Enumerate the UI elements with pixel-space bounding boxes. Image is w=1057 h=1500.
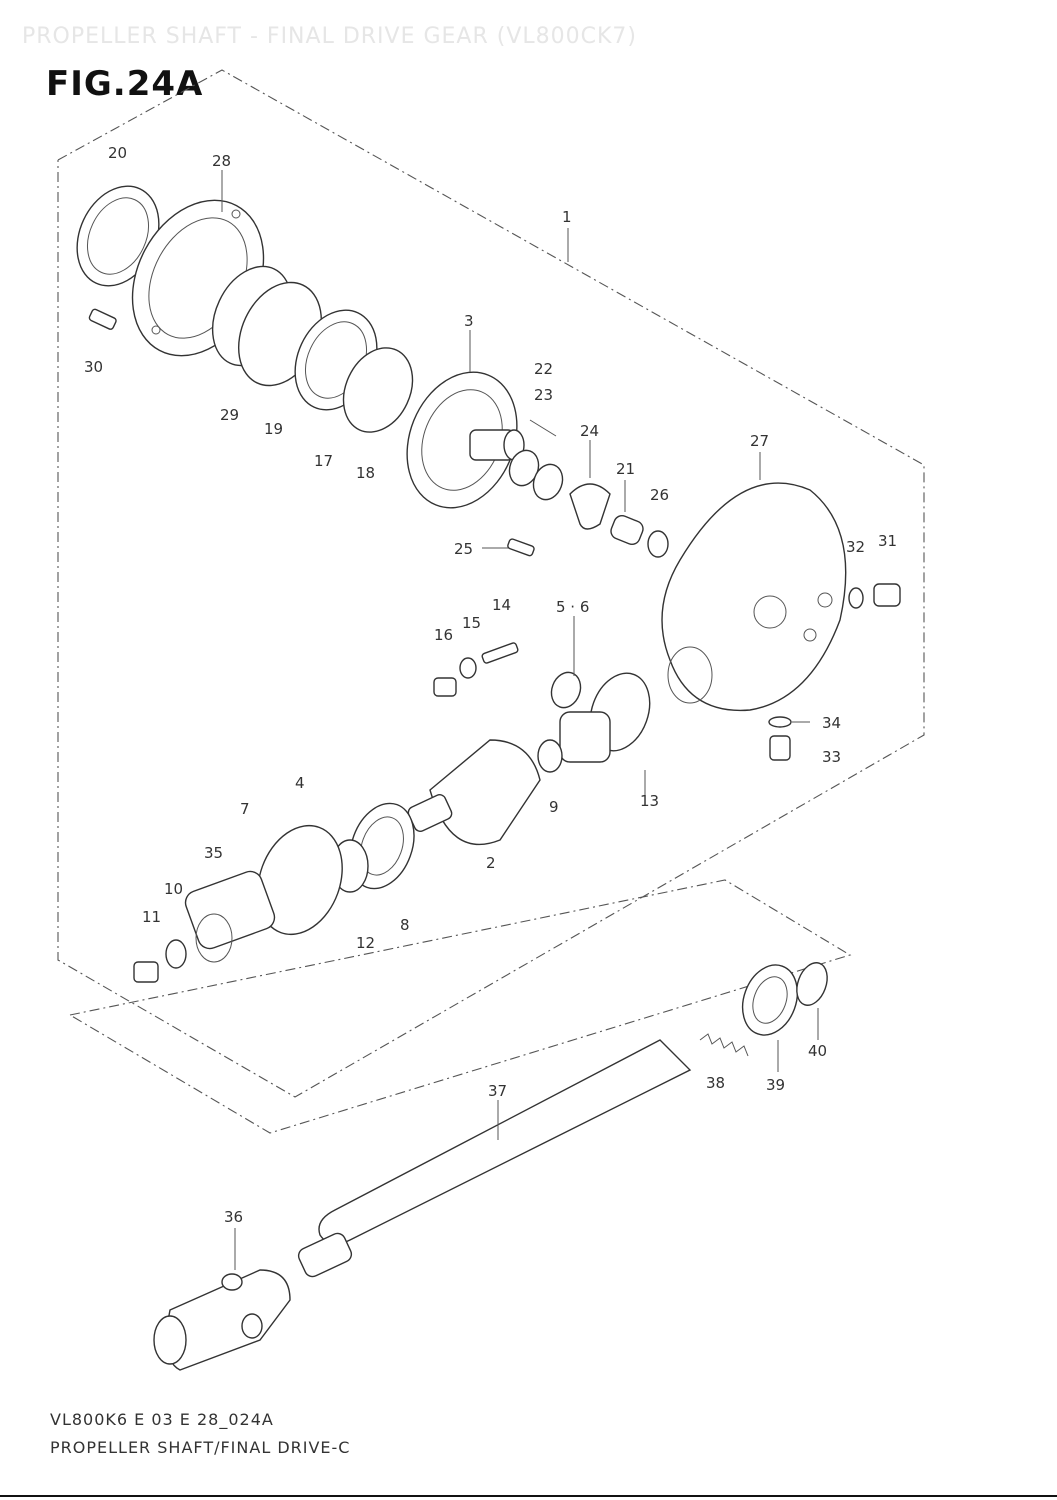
callout-27: 27 xyxy=(750,432,769,450)
callouts: 1 2 3 4 5 · 6 7 8 9 10 11 12 13 14 15 16… xyxy=(84,144,897,1226)
callout-28: 28 xyxy=(212,152,231,170)
part-5-6-shims xyxy=(550,671,582,709)
part-3-ring-gear xyxy=(406,371,525,509)
footer-code: VL800K6 E 03 E 28_024A xyxy=(50,1410,274,1429)
callout-16: 16 xyxy=(434,626,453,644)
part-9-bearing xyxy=(537,739,563,773)
figure-label: FIG.24A xyxy=(46,64,204,104)
callout-20: 20 xyxy=(108,144,127,162)
callout-14: 14 xyxy=(492,596,511,614)
assembly-boundary xyxy=(57,69,925,1098)
part-22-23-washers xyxy=(508,449,564,501)
part-39-boot xyxy=(741,964,799,1036)
callout-34: 34 xyxy=(822,714,841,732)
callout-7: 7 xyxy=(240,800,250,818)
callout-5-6: 5 · 6 xyxy=(556,598,589,616)
part-18-ring xyxy=(342,347,414,433)
callout-33: 33 xyxy=(822,748,841,766)
callout-40: 40 xyxy=(808,1042,827,1060)
callout-26: 26 xyxy=(650,486,669,504)
part-26-ring xyxy=(647,530,669,558)
callout-12: 12 xyxy=(356,934,375,952)
callout-30: 30 xyxy=(84,358,103,376)
part-13-bearing-housing xyxy=(559,672,651,763)
callout-3: 3 xyxy=(464,312,474,330)
callout-31: 31 xyxy=(878,532,897,550)
part-38-spring xyxy=(699,1033,749,1057)
callout-37: 37 xyxy=(488,1082,507,1100)
part-2-pinion-gear xyxy=(407,739,541,845)
callout-24: 24 xyxy=(580,422,599,440)
leader-lines xyxy=(221,170,819,1270)
part-14-stud xyxy=(481,642,519,664)
part-32-washer xyxy=(848,587,864,609)
callout-1: 1 xyxy=(562,208,572,226)
part-21-bearing xyxy=(610,514,644,546)
part-36-universal-joint xyxy=(153,1269,291,1371)
callout-8: 8 xyxy=(400,916,410,934)
part-27-housing xyxy=(661,482,847,712)
callout-23: 23 xyxy=(534,386,553,404)
part-24-retainer xyxy=(569,483,611,530)
callout-2: 2 xyxy=(486,854,496,872)
callout-13: 13 xyxy=(640,792,659,810)
part-34-gasket xyxy=(768,716,792,728)
part-10-washer xyxy=(165,939,187,969)
callout-32: 32 xyxy=(846,538,865,556)
callout-25: 25 xyxy=(454,540,473,558)
part-20-oil-seal xyxy=(76,185,160,287)
callout-9: 9 xyxy=(549,798,559,816)
callout-38: 38 xyxy=(706,1074,725,1092)
callout-4: 4 xyxy=(295,774,305,792)
callout-39: 39 xyxy=(766,1076,785,1094)
part-16-nut xyxy=(433,677,457,697)
callout-22: 22 xyxy=(534,360,553,378)
watermark-title: PROPELLER SHAFT - FINAL DRIVE GEAR (VL80… xyxy=(22,24,638,49)
part-11-nut xyxy=(133,961,159,983)
callout-36: 36 xyxy=(224,1208,243,1226)
callout-10: 10 xyxy=(164,880,183,898)
shaft-boundary xyxy=(69,879,852,1134)
callout-18: 18 xyxy=(356,464,375,482)
callout-19: 19 xyxy=(264,420,283,438)
part-30-bolt xyxy=(88,308,117,330)
callout-15: 15 xyxy=(462,614,481,632)
callout-11: 11 xyxy=(142,908,161,926)
part-15-washer xyxy=(459,657,477,679)
part-31-plug xyxy=(873,583,901,607)
part-40-ring xyxy=(796,962,828,1006)
part-37-propeller-shaft xyxy=(297,1039,692,1278)
callout-21: 21 xyxy=(616,460,635,478)
part-4-coupling xyxy=(184,824,343,963)
footer-title: PROPELLER SHAFT/FINAL DRIVE-C xyxy=(50,1438,351,1457)
part-25-pin xyxy=(507,538,535,557)
part-33-drain-bolt xyxy=(769,735,791,761)
callout-29: 29 xyxy=(220,406,239,424)
callout-35: 35 xyxy=(204,844,223,862)
callout-17: 17 xyxy=(314,452,333,470)
